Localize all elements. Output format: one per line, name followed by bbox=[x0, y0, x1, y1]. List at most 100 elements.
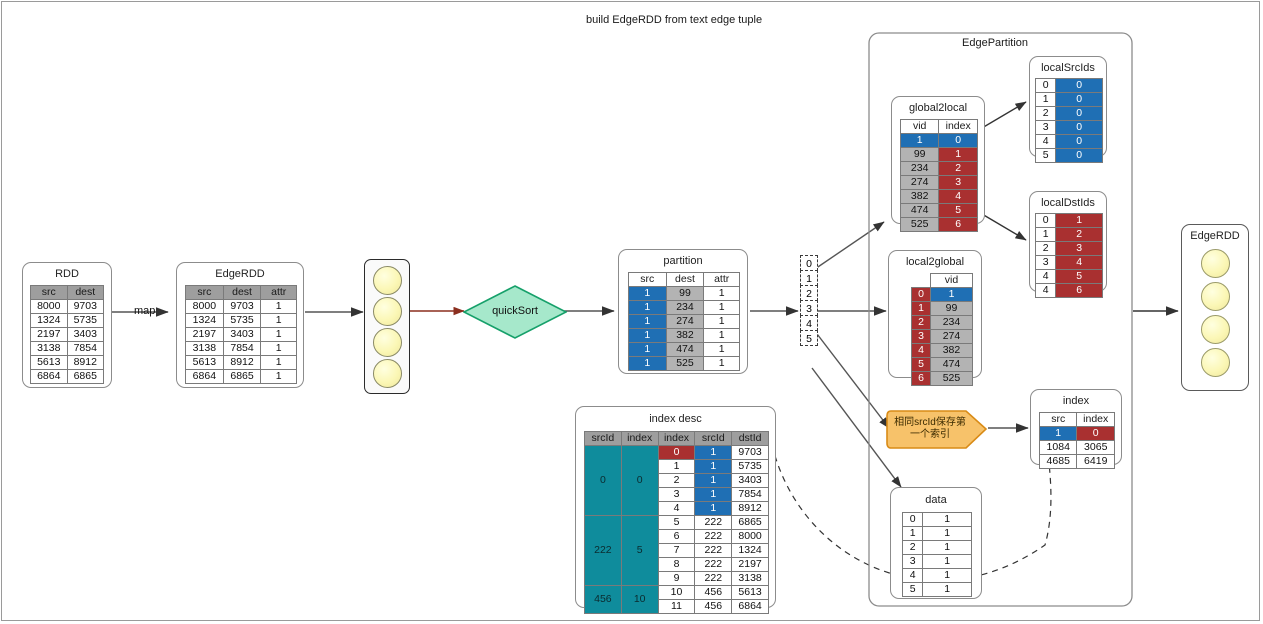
cell: 1 bbox=[922, 568, 972, 583]
cell: 382 bbox=[665, 328, 705, 343]
cell: 4 bbox=[657, 501, 696, 516]
cell: 3403 bbox=[66, 327, 104, 342]
edgerdd-circle bbox=[1201, 282, 1230, 311]
group-index: 0 bbox=[620, 445, 659, 516]
cell: 9703 bbox=[222, 299, 262, 314]
cell: 382 bbox=[929, 343, 974, 358]
cell: 2 bbox=[938, 161, 978, 176]
cell: 5 bbox=[657, 515, 696, 530]
partition-circles-box bbox=[364, 259, 410, 394]
cell: 6864 bbox=[731, 599, 769, 614]
cell: 1 bbox=[260, 341, 297, 356]
cell: 1 bbox=[628, 342, 667, 357]
cell: 99 bbox=[929, 301, 974, 316]
partition-col-attr: attr bbox=[703, 272, 740, 287]
list-item: 3 bbox=[800, 300, 818, 316]
partition-circle bbox=[373, 359, 402, 388]
cell: 6864 bbox=[30, 369, 68, 384]
cell: 0 bbox=[1055, 106, 1103, 121]
table-header-row: vid bbox=[912, 273, 974, 288]
row-index: 0 bbox=[901, 512, 924, 527]
cell: 0 bbox=[1055, 120, 1103, 135]
cell: 1 bbox=[1038, 426, 1078, 441]
cell: 1 bbox=[922, 526, 972, 541]
g2l-col-index: index bbox=[938, 119, 978, 134]
cell: 4 bbox=[1055, 255, 1103, 270]
cell: 456 bbox=[694, 599, 733, 614]
cell: 474 bbox=[929, 357, 974, 372]
cell: 8000 bbox=[30, 299, 68, 314]
table-header-row: vid index bbox=[899, 119, 978, 134]
table-row: 8 222 2197 bbox=[585, 557, 769, 572]
cell: 1 bbox=[703, 328, 740, 343]
cell: 3138 bbox=[185, 341, 224, 356]
spacer bbox=[912, 274, 931, 288]
cell: 5 bbox=[938, 203, 978, 218]
cell: 8912 bbox=[222, 355, 262, 370]
cell: 1324 bbox=[731, 543, 769, 558]
row-index: 1 bbox=[911, 301, 931, 316]
cell: 5735 bbox=[222, 313, 262, 328]
local-dst-ids-title: localDstIds bbox=[1041, 197, 1095, 209]
cell: 11 bbox=[657, 599, 696, 614]
cell: 10 bbox=[657, 585, 696, 600]
cell: 1 bbox=[628, 286, 667, 301]
cell: 8000 bbox=[731, 529, 769, 544]
cell: 7 bbox=[657, 543, 696, 558]
table-header-row: src dest bbox=[30, 285, 104, 300]
row-index: 4 bbox=[1034, 134, 1057, 149]
row-index: 2 bbox=[901, 540, 924, 555]
list-item: 1 bbox=[800, 270, 818, 286]
table-header-row: srcId index index srcId dstId bbox=[584, 431, 769, 446]
cell: 1 bbox=[703, 314, 740, 329]
cell: 222 bbox=[694, 515, 733, 530]
cell: 1 bbox=[260, 355, 297, 370]
group-srcid: 0 bbox=[584, 445, 622, 516]
group-index: 5 bbox=[620, 515, 659, 586]
cell: 274 bbox=[929, 329, 974, 344]
cell: 6864 bbox=[185, 369, 224, 384]
quicksort-node[interactable]: quickSort bbox=[462, 285, 568, 339]
edgerdd-circle bbox=[1201, 315, 1230, 344]
callout-text-line2: 一个索引 bbox=[910, 429, 950, 440]
list-item: 2 bbox=[800, 285, 818, 301]
index-desc-title: index desc bbox=[649, 413, 702, 425]
cell: 1 bbox=[703, 286, 740, 301]
cell: 222 bbox=[694, 571, 733, 586]
row-index: 4 bbox=[1034, 269, 1057, 284]
cell: 99 bbox=[899, 147, 940, 162]
cell: 1 bbox=[260, 313, 297, 328]
cell: 0 bbox=[1055, 78, 1103, 93]
cell: 1 bbox=[628, 314, 667, 329]
cell: 0 bbox=[1055, 134, 1103, 149]
edgerdd-circle bbox=[1201, 249, 1230, 278]
table-row: 7 222 1324 bbox=[585, 543, 769, 558]
idesc-col-srcid: srcId bbox=[694, 431, 733, 446]
